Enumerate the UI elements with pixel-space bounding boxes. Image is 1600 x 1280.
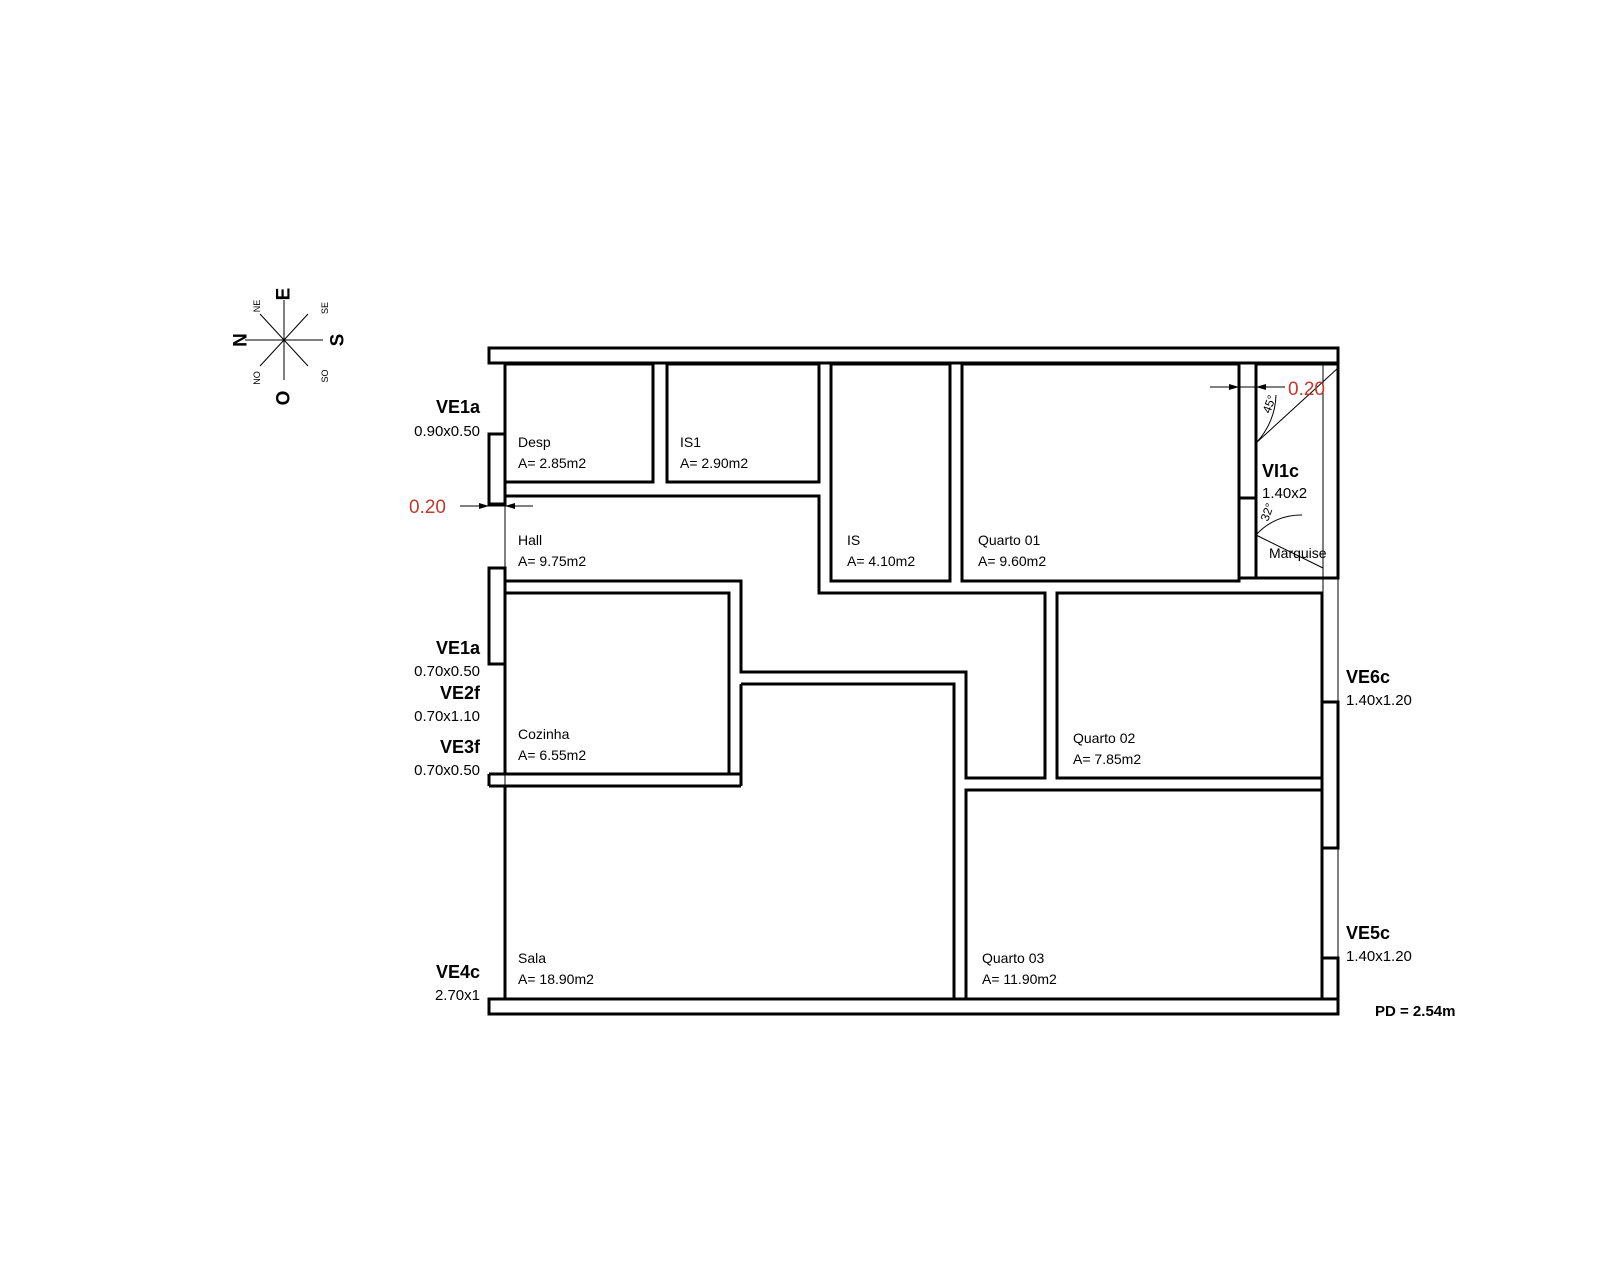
- room-outlines: [487, 362, 1340, 1001]
- angle-label-32: 32°: [1258, 501, 1277, 523]
- room-quarto03-outline: [964, 788, 1324, 1001]
- compass-so: SO: [320, 369, 330, 382]
- room-cozinha-outline: [503, 591, 731, 776]
- dimension-left-value: 0.20: [409, 497, 446, 518]
- room-cozinha-area: A= 6.55m2: [518, 747, 586, 763]
- right-wall-segment-1: [1320, 700, 1340, 850]
- room-quarto03-area: A= 11.90m2: [982, 971, 1057, 987]
- dimension-left-arrow-1: [479, 503, 489, 509]
- room-is-area: A= 4.10m2: [847, 553, 915, 569]
- room-is-name: IS: [847, 532, 860, 548]
- marquise-partition: [1237, 496, 1258, 580]
- room-quarto02-area: A= 7.85m2: [1073, 751, 1141, 767]
- door-leaf-2: [1255, 534, 1324, 569]
- window-vi1c-dim: 1.40x2: [1262, 485, 1307, 502]
- window-ve4c-dim: 2.70x1: [435, 987, 480, 1004]
- door-arc-1: [1255, 394, 1277, 444]
- dimension-left: 0.20: [409, 497, 533, 518]
- room-cozinha-name: Cozinha: [518, 726, 570, 742]
- room-quarto03-name: Quarto 03: [982, 950, 1044, 966]
- window-labels: VE1a 0.90x0.50 VE1a 0.70x0.50 VE2f 0.70x…: [414, 397, 1412, 1004]
- room-hall-name: Hall: [518, 532, 542, 548]
- window-ve1a-mid-dim: 0.70x0.50: [414, 663, 480, 680]
- room-quarto02-name: Quarto 02: [1073, 730, 1135, 746]
- room-is1-name: IS1: [680, 434, 701, 450]
- outer-walls: [487, 346, 1340, 1016]
- window-ve1a-top-dim: 0.90x0.50: [414, 423, 480, 440]
- room-sala-name: Sala: [518, 950, 546, 966]
- top-wall: [487, 346, 1340, 365]
- window-ve5c-name: VE5c: [1346, 923, 1390, 943]
- window-vi1c-name: VI1c: [1262, 461, 1299, 481]
- room-desp-outline: [503, 362, 655, 484]
- dimension-left-arrow-2: [505, 503, 515, 509]
- room-desp-name: Desp: [518, 434, 551, 450]
- window-ve1a-top-name: VE1a: [436, 397, 481, 417]
- room-is1-outline: [665, 362, 821, 484]
- compass-no: NO: [252, 371, 262, 385]
- pd-label: PD = 2.54m: [1375, 1003, 1455, 1020]
- dimension-right-value: 0.20: [1288, 379, 1325, 400]
- left-wall-segment-1: [487, 432, 507, 506]
- room-quarto01-outline: [960, 362, 1241, 583]
- compass-s: S: [328, 334, 349, 347]
- window-ve4c-name: VE4c: [436, 962, 480, 982]
- compass-ne: NE: [252, 300, 262, 313]
- window-ve6c-dim: 1.40x1.20: [1346, 692, 1412, 709]
- window-ve3f-dim: 0.70x0.50: [414, 762, 480, 779]
- room-quarto01-name: Quarto 01: [978, 532, 1040, 548]
- room-quarto01-area: A= 9.60m2: [978, 553, 1046, 569]
- dimension-right-arrow-2: [1256, 384, 1266, 390]
- compass-o: O: [274, 391, 295, 406]
- room-marquise-name: Marquise: [1269, 545, 1327, 561]
- bottom-wall: [487, 997, 1340, 1016]
- marquise-door-swing: 45° 32°: [1255, 367, 1339, 569]
- room-desp-area: A= 2.85m2: [518, 455, 586, 471]
- compass-rose: N E S O NE SE SO NO: [231, 288, 349, 406]
- window-ve1a-mid-name: VE1a: [436, 638, 481, 658]
- dimension-right: 0.20: [1210, 379, 1325, 400]
- compass-diag-2: [259, 313, 309, 367]
- angle-label-45: 45°: [1260, 393, 1279, 415]
- compass-e: E: [274, 288, 295, 301]
- compass-n: N: [231, 333, 252, 347]
- room-labels: Desp A= 2.85m2 IS1 A= 2.90m2 Hall A= 9.7…: [518, 434, 1327, 987]
- compass-se: SE: [320, 302, 330, 314]
- room-is-outline: [829, 362, 952, 583]
- window-ve6c-name: VE6c: [1346, 667, 1390, 687]
- room-sala-area: A= 18.90m2: [518, 971, 594, 987]
- room-quarto02-outline: [1055, 591, 1324, 780]
- window-ve3f-name: VE3f: [440, 737, 481, 757]
- door-arc-2: [1255, 514, 1303, 536]
- window-ve5c-dim: 1.40x1.20: [1346, 948, 1412, 965]
- right-wall-segment-2: [1320, 956, 1340, 1001]
- room-hall-area: A= 9.75m2: [518, 553, 586, 569]
- window-ve2f-dim: 0.70x1.10: [414, 708, 480, 725]
- window-ve2f-name: VE2f: [440, 683, 481, 703]
- door-leaf-1: [1255, 367, 1339, 444]
- dimension-right-arrow-1: [1229, 384, 1239, 390]
- room-is1-area: A= 2.90m2: [680, 455, 748, 471]
- room-hall-outline: [505, 494, 1047, 780]
- room-sala-right-wall: [741, 682, 956, 999]
- left-wall-segment-2: [487, 566, 507, 666]
